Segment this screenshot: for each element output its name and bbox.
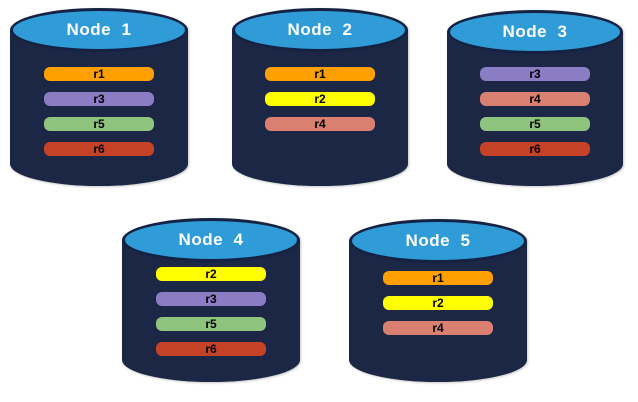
replica-bar-r6: r6: [155, 342, 267, 356]
replica-bar-label: r3: [93, 92, 105, 106]
cylinder-body: [10, 30, 188, 186]
replica-bar-label: r4: [314, 117, 326, 131]
replica-bar-label: r2: [314, 92, 326, 106]
replica-bar-r5: r5: [480, 117, 590, 131]
replica-bar-label: r1: [314, 67, 326, 81]
cylinder-top-ellipse: Node 2: [232, 8, 408, 52]
replica-bar-r2: r2: [155, 267, 267, 281]
replica-bar-r1: r1: [382, 271, 494, 285]
replica-bar-label: r3: [205, 292, 217, 306]
node-title: Node 3: [502, 22, 568, 41]
replica-bar-r5: r5: [155, 317, 267, 331]
replica-bar-list: r1 r3 r5 r6: [10, 67, 188, 156]
replica-bar-list: r1 r2 r4: [349, 271, 527, 335]
replica-bar-list: r1 r2 r4: [232, 67, 408, 131]
node-title: Node 4: [178, 230, 244, 249]
replica-bar-r6: r6: [480, 142, 590, 156]
replica-bar-r4: r4: [480, 92, 590, 106]
replica-bar-label: r6: [529, 142, 541, 156]
replica-bar-r3: r3: [43, 92, 155, 106]
replica-bar-label: r4: [529, 92, 541, 106]
replica-bar-list: r3 r4 r5 r6: [447, 67, 623, 156]
replica-bar-r3: r3: [480, 67, 590, 81]
replica-bar-r4: r4: [265, 117, 375, 131]
replica-bar-r4: r4: [382, 321, 494, 335]
replica-bar-label: r1: [93, 67, 105, 81]
replica-bar-label: r2: [205, 267, 217, 281]
replica-bar-label: r4: [432, 321, 444, 335]
replica-bar-label: r2: [432, 296, 444, 310]
replica-bar-r1: r1: [265, 67, 375, 81]
db-node-4: Node 4 r2 r3 r5 r6: [122, 218, 300, 382]
db-node-2: Node 2 r1 r2 r4: [232, 8, 408, 186]
replica-bar-label: r1: [432, 271, 444, 285]
cylinder-top-ellipse: Node 3: [447, 10, 623, 54]
cylinder-body: [232, 30, 408, 186]
replica-bar-label: r3: [529, 67, 541, 81]
cylinder-body: [447, 32, 623, 186]
replica-bar-r5: r5: [43, 117, 155, 131]
cylinder-top-ellipse: Node 1: [10, 8, 188, 52]
db-node-1: Node 1 r1 r3 r5 r6: [10, 8, 188, 186]
replica-bar-r1: r1: [43, 67, 155, 81]
replica-bar-label: r5: [93, 117, 105, 131]
node-title: Node 1: [66, 20, 132, 39]
replica-bar-r6: r6: [43, 142, 155, 156]
replica-bar-label: r6: [205, 342, 217, 356]
cylinder-top-ellipse: Node 5: [349, 219, 527, 263]
replica-bar-label: r5: [205, 317, 217, 331]
cylinder-body: [349, 241, 527, 382]
replica-bar-list: r2 r3 r5 r6: [122, 267, 300, 356]
replica-bar-r2: r2: [265, 92, 375, 106]
node-title: Node 5: [405, 231, 471, 250]
db-node-3: Node 3 r3 r4 r5 r6: [447, 10, 623, 186]
replica-bar-label: r6: [93, 142, 105, 156]
cylinder-top-ellipse: Node 4: [122, 218, 300, 262]
node-title: Node 2: [287, 20, 353, 39]
db-node-5: Node 5 r1 r2 r4: [349, 219, 527, 382]
cylinder-body: [122, 240, 300, 382]
replica-bar-r3: r3: [155, 292, 267, 306]
replica-bar-r2: r2: [382, 296, 494, 310]
replica-bar-label: r5: [529, 117, 541, 131]
